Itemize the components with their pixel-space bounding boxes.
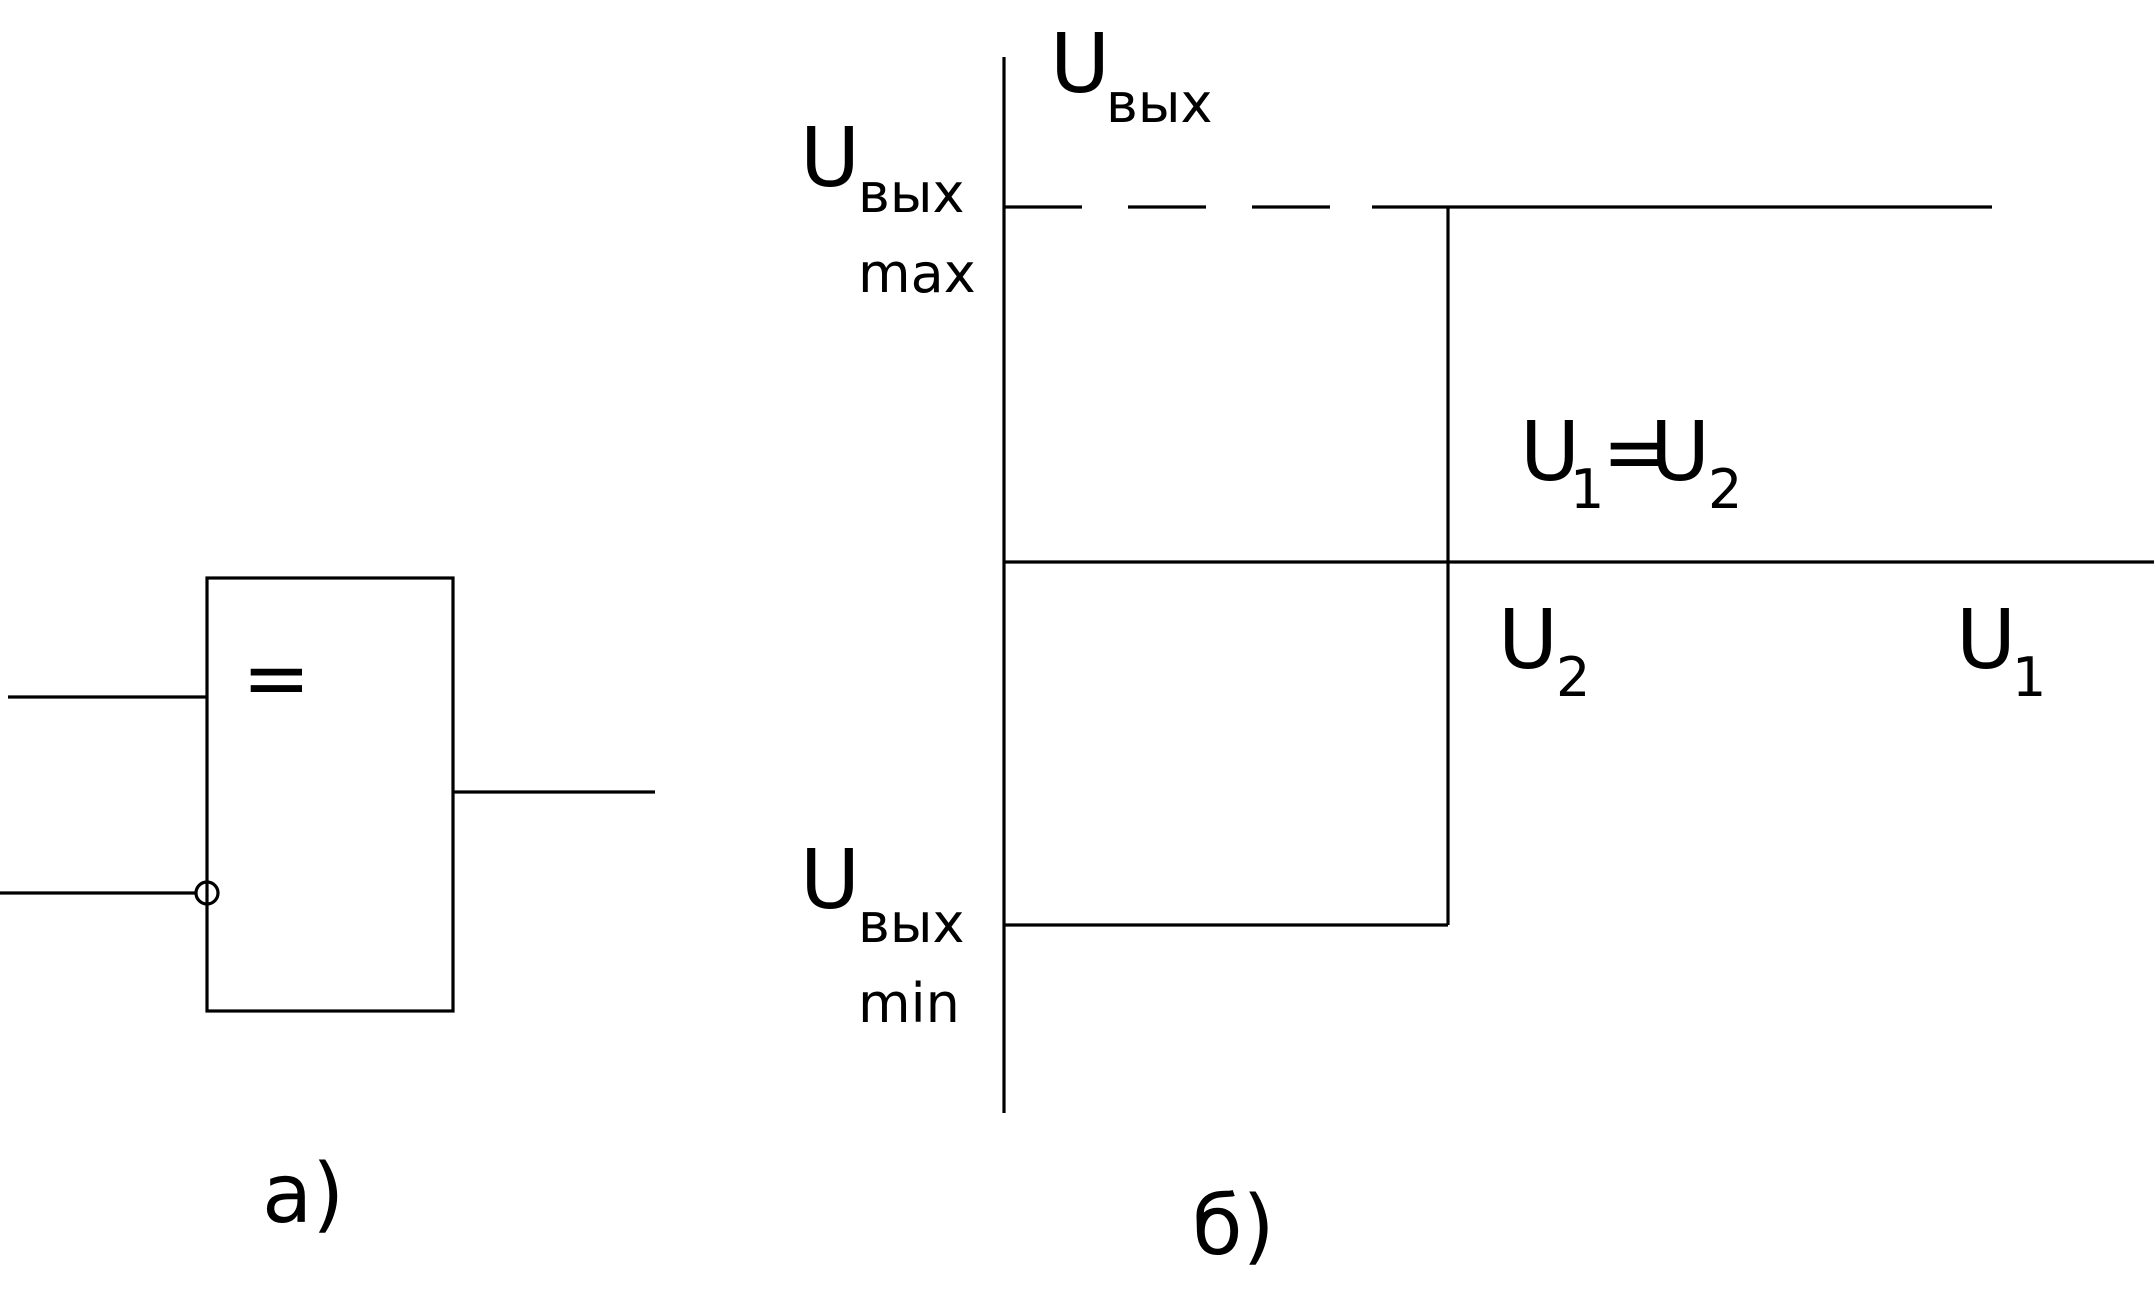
condition-right-sub: 2 (1708, 458, 1742, 521)
max-label-main: U (800, 111, 860, 206)
x-label-u2-main: U (1498, 593, 1558, 688)
max-level-label: U вых max (800, 111, 976, 305)
x-label-u2: U 2 (1498, 593, 1590, 709)
condition-eq: = (1602, 405, 1671, 500)
condition-label: U 1 = U 2 (1520, 405, 1742, 521)
y-axis-label-sub: вых (1106, 72, 1212, 135)
max-label-note: max (858, 242, 976, 305)
min-label-sub: вых (858, 892, 964, 955)
gate-symbol: = (242, 631, 311, 726)
min-level-label: U вых min (800, 833, 964, 1035)
condition-right: U (1650, 405, 1710, 500)
y-axis-label: U вых (1050, 17, 1212, 135)
figure-b-characteristic: U вых U вых max U вых min U 1 = U 2 U 2 (800, 17, 2154, 1274)
y-axis-label-main: U (1050, 17, 1110, 112)
min-label-note: min (858, 972, 960, 1035)
figure-b-caption: б) (1192, 1179, 1275, 1274)
max-label-sub: вых (858, 162, 964, 225)
x-label-u2-sub: 2 (1556, 646, 1590, 709)
min-label-main: U (800, 833, 860, 928)
x-label-u1-sub: 1 (2012, 646, 2046, 709)
condition-left: U (1520, 405, 1580, 500)
x-label-u1-main: U (1956, 593, 2016, 688)
inversion-circle-icon (194, 880, 220, 906)
figure-a-gate: = а) (0, 576, 655, 1242)
condition-left-sub: 1 (1570, 458, 1604, 521)
gate-body (205, 576, 455, 1013)
x-label-u1: U 1 (1956, 593, 2046, 709)
figure-a-caption: а) (262, 1147, 344, 1242)
